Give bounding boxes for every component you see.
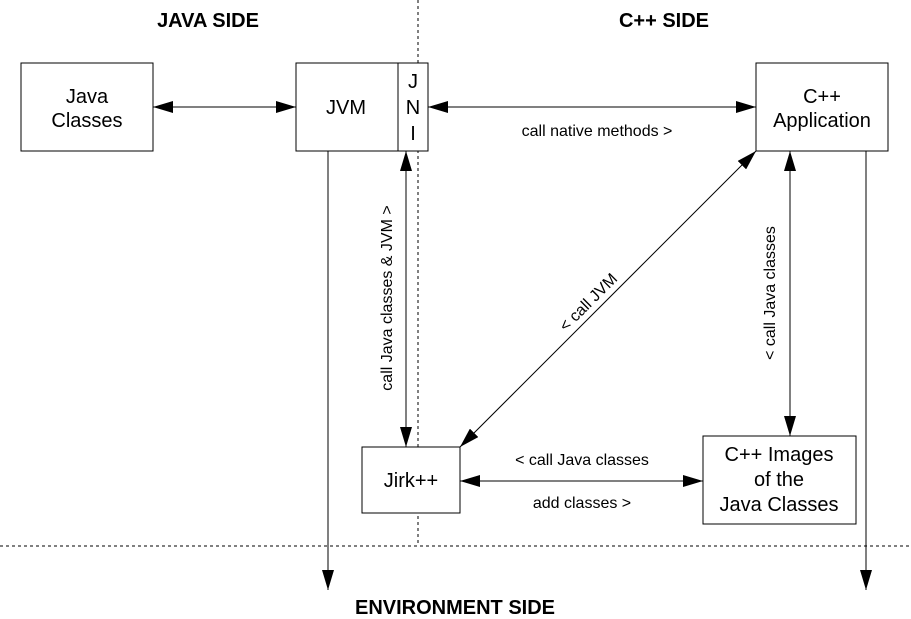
java-side-title: JAVA SIDE [157, 10, 259, 32]
cpp-side-title: C++ SIDE [619, 10, 709, 32]
label-call-java-classes-vertical: < call Java classes [762, 226, 779, 360]
jvm-box [295, 62, 429, 152]
environment-side-title: ENVIRONMENT SIDE [355, 597, 555, 619]
jirk-box [361, 446, 461, 514]
java-classes-label-line1: Java [66, 86, 109, 108]
cpp-images-label-line2: of the [754, 469, 804, 491]
arrow-cpp-application-jirk [459, 150, 757, 448]
cpp-images-box [702, 435, 857, 525]
cpp-images-label-line3: Java Classes [720, 494, 839, 516]
jni-letter-n: N [406, 97, 420, 119]
java-classes-box [20, 62, 154, 152]
label-call-java-classes-horizontal: < call Java classes [515, 452, 649, 469]
cpp-images-label-line1: C++ Images [725, 444, 834, 466]
jvm-label: JVM [326, 97, 366, 119]
jirk-label: Jirk++ [384, 470, 438, 492]
label-call-jvm: < call JVM [557, 271, 622, 336]
cpp-application-label-line2: Application [773, 110, 871, 132]
cpp-application-label-line1: C++ [803, 86, 841, 108]
label-call-native-methods: call native methods > [522, 123, 673, 140]
jni-letter-i: I [410, 123, 416, 145]
label-add-classes: add classes > [533, 495, 631, 512]
jni-letter-j: J [408, 71, 418, 93]
label-call-java-classes-and-jvm: call Java classes & JVM > [379, 205, 396, 390]
java-classes-label-line2: Classes [51, 110, 122, 132]
